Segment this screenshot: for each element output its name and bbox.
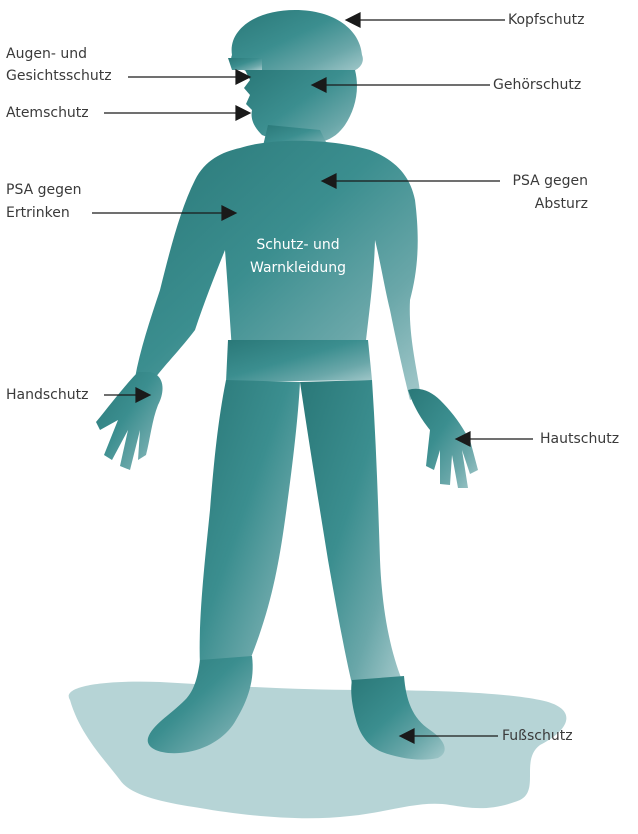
label-psa-absturz-line2: Absturz (500, 194, 588, 214)
label-augen-line1: Augen- und (6, 44, 87, 64)
label-gehoerschutz: Gehörschutz (493, 75, 581, 95)
label-kleidung-line1: Schutz- und (228, 235, 368, 255)
label-augen-line2: Gesichtsschutz (6, 66, 112, 86)
label-psa-absturz-line1: PSA gegen (500, 171, 588, 191)
label-kopfschutz: Kopfschutz (508, 10, 584, 30)
label-psa-ertrinken-line2: Ertrinken (6, 203, 70, 223)
label-handschutz: Handschutz (6, 385, 88, 405)
label-fussschutz: Fußschutz (502, 726, 573, 746)
label-kleidung-line2: Warnkleidung (228, 258, 368, 278)
label-atemschutz: Atemschutz (6, 103, 89, 123)
ground-shadow (69, 682, 567, 819)
label-hautschutz: Hautschutz (540, 429, 619, 449)
worker-figure (96, 10, 478, 760)
label-psa-ertrinken-line1: PSA gegen (6, 180, 82, 200)
